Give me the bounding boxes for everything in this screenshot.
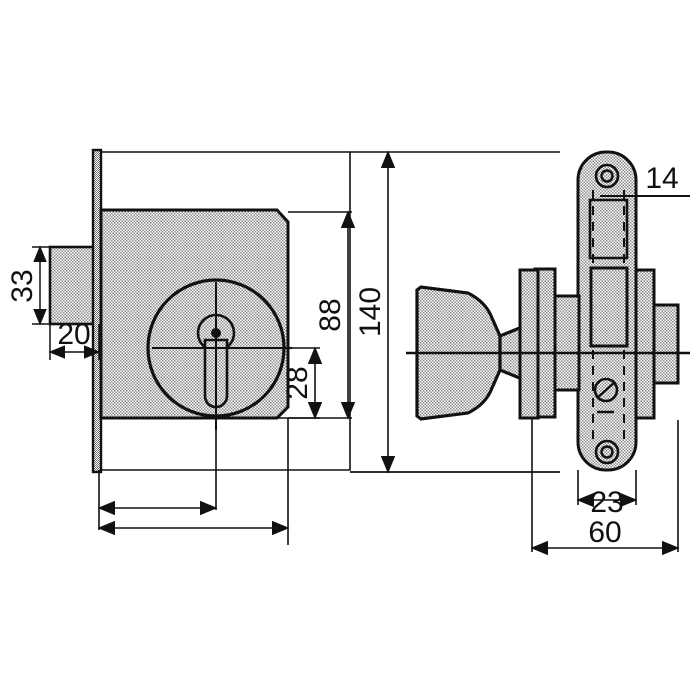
dim-20: 20 bbox=[48, 318, 101, 360]
dim-33: 33 bbox=[6, 245, 56, 326]
side-tab bbox=[48, 245, 100, 326]
front-view: 33 20 88 28 bbox=[6, 148, 560, 545]
dim-140-label: 140 bbox=[354, 287, 387, 337]
screw-hole-bottom bbox=[594, 439, 620, 465]
dim-60: 60 bbox=[530, 418, 680, 556]
dim-28: 28 bbox=[216, 346, 323, 420]
dim-60-label: 60 bbox=[588, 516, 621, 549]
dim-33-label: 33 bbox=[6, 269, 39, 302]
dim-20-label: 20 bbox=[57, 318, 90, 351]
dim-14-label: 14 bbox=[645, 162, 678, 195]
screw-hole-top bbox=[594, 163, 620, 189]
faceplate-side bbox=[576, 150, 638, 472]
dim-88: 88 bbox=[288, 210, 356, 420]
bottom-dimension-chain bbox=[97, 418, 290, 545]
right-hardware bbox=[634, 268, 680, 420]
knob-rose-plate bbox=[533, 267, 581, 419]
dim-23-label: 23 bbox=[590, 486, 623, 519]
dim-23: 23 bbox=[576, 470, 638, 519]
dim-14: 14 bbox=[600, 162, 690, 197]
slotted-screw bbox=[593, 377, 619, 403]
dim-88-label: 88 bbox=[314, 298, 347, 331]
side-view: 14 23 60 bbox=[350, 150, 690, 556]
dim-28-label: 28 bbox=[281, 366, 314, 399]
